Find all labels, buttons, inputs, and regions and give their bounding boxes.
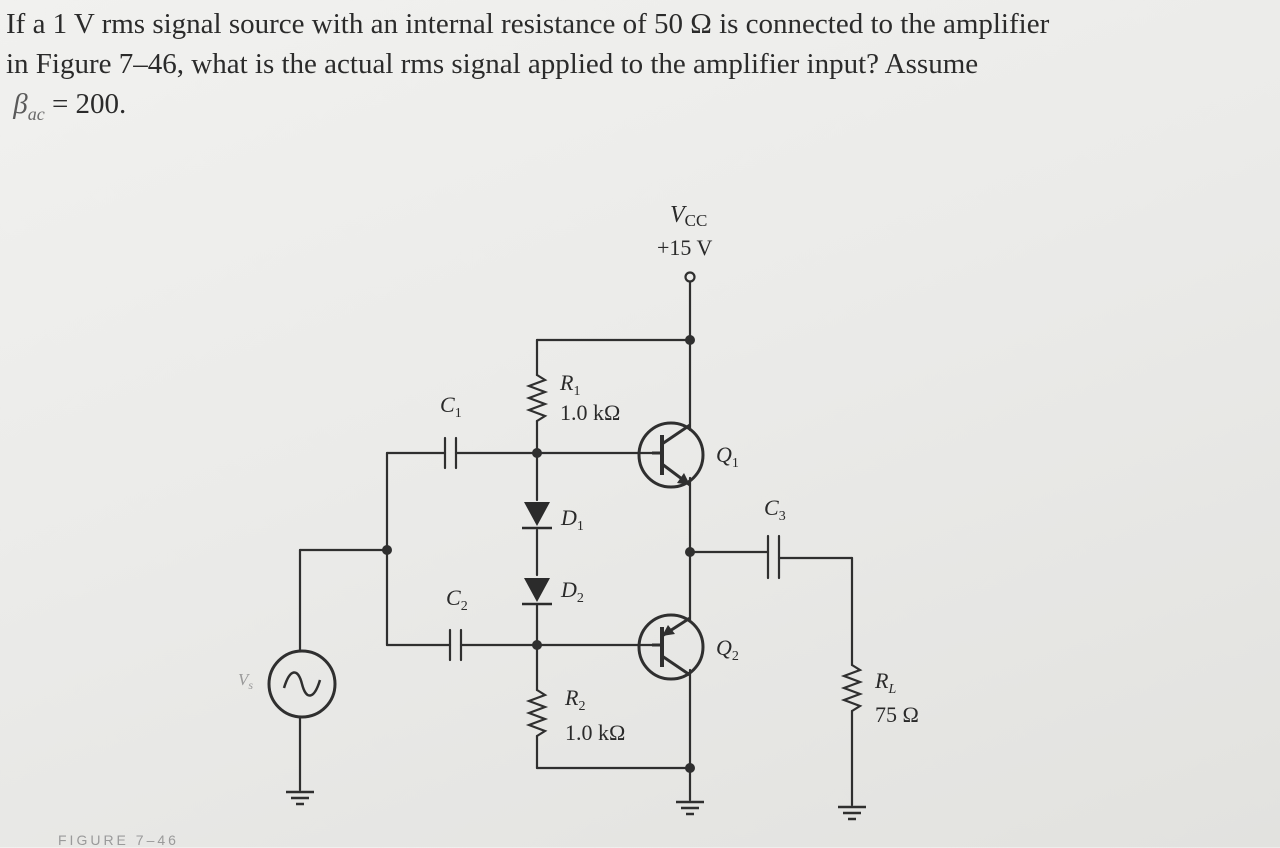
beta-subscript: ac [27,103,45,124]
r2-label: R2 [564,685,585,714]
beta-value: = 200. [51,88,127,120]
r1-value: 1.0 kΩ [560,400,620,425]
c3-label: C3 [764,495,786,524]
vs-label: Vs [238,670,253,692]
c1-label: C1 [440,392,462,421]
problem-line-1: If a 1 V rms signal source with an inter… [6,8,1050,40]
vcc-terminal [684,271,696,283]
figure-caption: FIGURE 7–46 [58,832,179,848]
vcc-value: +15 V [657,235,713,260]
c2-label: C2 [446,585,468,614]
rl-label: RL [874,668,896,697]
problem-statement: If a 1 V rms signal source with an inter… [6,4,1266,134]
rl-value: 75 Ω [875,702,919,727]
q1-label: Q1 [716,442,739,471]
beta-assumption: βac = 200. [6,84,1266,134]
r2-resistor [525,688,549,738]
q2-transistor [637,613,705,681]
vcc-label: VCC [670,202,707,230]
r1-label: R1 [559,370,580,399]
problem-line-2: in Figure 7–46, what is the actual rms s… [6,48,979,80]
ac-source [267,649,337,719]
ground-icon [286,790,314,806]
rl-resistor [840,663,864,713]
ground-icon [838,805,866,821]
beta-symbol: β [13,88,28,120]
ground-icon [676,800,704,816]
r2-value: 1.0 kΩ [565,720,625,745]
q1-transistor [637,421,705,489]
junction-dots [382,335,695,773]
q2-label: Q2 [716,635,739,664]
r1-resistor [525,373,549,423]
d1-label: D1 [560,505,584,534]
d2-diode [522,578,552,606]
d2-label: D2 [560,577,584,606]
d1-diode [522,502,552,530]
